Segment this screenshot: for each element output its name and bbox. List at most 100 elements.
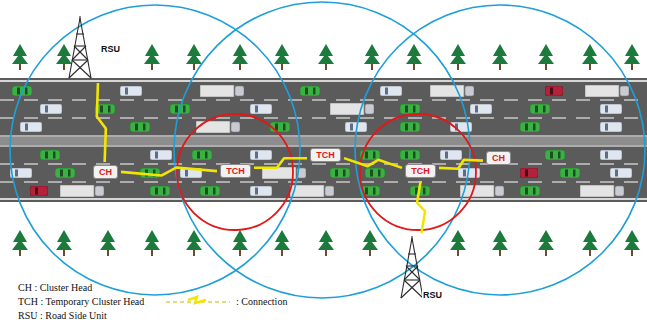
car: [600, 104, 622, 114]
car: [400, 150, 420, 160]
connection-sample: [166, 297, 230, 303]
median: [0, 137, 647, 145]
tree: [144, 230, 160, 256]
tower-strut: [401, 280, 420, 298]
tower-strut: [76, 33, 84, 34]
lane-edge: [0, 80, 647, 82]
traffic: [10, 85, 632, 197]
vehicle-node: TCH: [405, 164, 436, 178]
wireless-link: [121, 167, 217, 175]
tree: [362, 230, 378, 256]
tower-strut: [72, 60, 91, 78]
lane-edge: [0, 198, 647, 200]
legend-text: RSU : Road Side Unit: [18, 310, 107, 321]
tower-strut: [408, 253, 416, 254]
car: [520, 122, 540, 132]
truck: [60, 185, 104, 197]
tree: [492, 230, 508, 256]
tree: [538, 44, 554, 70]
tree: [582, 44, 598, 70]
tree: [12, 44, 28, 70]
tower-strut: [74, 45, 86, 46]
tree: [538, 230, 554, 256]
lane-edge: [0, 145, 647, 146]
tree: [492, 44, 508, 70]
rsu-coverage: [174, 2, 470, 298]
tree: [144, 44, 160, 70]
tree: [56, 44, 72, 70]
rsu-label: RSU: [100, 44, 121, 55]
truck: [580, 185, 624, 197]
car: [330, 168, 350, 178]
car: [440, 150, 462, 160]
rsu-coverage: [10, 5, 300, 295]
rsu-label: RSU: [422, 290, 443, 301]
tree: [318, 44, 334, 70]
car: [300, 86, 320, 96]
car: [470, 104, 492, 114]
tree: [12, 230, 28, 256]
legend-entry: TCH : Temporary Cluster Head: [18, 296, 144, 308]
vehicle-label: TCH: [226, 166, 245, 176]
car: [560, 168, 580, 178]
legend-text: CH : Cluster Head: [18, 282, 92, 293]
car: [250, 104, 272, 114]
truck: [460, 185, 504, 197]
tree: [274, 44, 290, 70]
car: [600, 150, 622, 160]
rsu-tower: RSU: [398, 236, 446, 303]
wireless-link: [439, 160, 483, 169]
car: [380, 86, 402, 96]
tower-strut: [404, 280, 423, 298]
lane-edge: [0, 135, 647, 136]
tree: [624, 44, 640, 70]
tree-row: [12, 44, 640, 70]
coverage-circles: [10, 2, 645, 298]
tree-row: [12, 230, 640, 256]
tree: [100, 230, 116, 256]
truck: [196, 121, 240, 133]
tower-icon: [66, 16, 94, 80]
tower-strut: [69, 60, 88, 78]
vehicle-node: TCH: [310, 148, 341, 162]
car: [365, 168, 385, 178]
car: [40, 150, 60, 160]
truck: [430, 85, 474, 97]
car: [20, 122, 42, 132]
rsu-tower: RSU: [66, 16, 124, 80]
vehicle-label: CH: [492, 153, 505, 163]
car: [520, 186, 540, 196]
road-surface: [0, 78, 647, 202]
car: [545, 86, 563, 96]
vehicle-node: TCH: [220, 164, 251, 178]
tree: [56, 230, 72, 256]
tower-strut: [72, 46, 86, 60]
overlap-zone: [360, 114, 476, 230]
tower-strut: [406, 265, 418, 266]
car: [250, 150, 272, 160]
truck: [290, 185, 334, 197]
tree: [364, 44, 380, 70]
car: [400, 104, 420, 114]
tree: [450, 230, 466, 256]
car: [400, 122, 420, 132]
car: [130, 122, 150, 132]
car: [150, 150, 172, 160]
tree: [274, 230, 290, 256]
tower-strut: [404, 279, 420, 280]
car: [10, 168, 32, 178]
sample-bolt: [188, 297, 206, 303]
car: [600, 122, 622, 132]
car: [55, 168, 75, 178]
truck: [200, 85, 244, 97]
wireless-link: [417, 181, 425, 233]
legend-entry: CH : Cluster Head: [18, 282, 92, 294]
legend-text: : Connection: [236, 296, 287, 307]
legend-entry: RSU : Road Side Unit: [18, 310, 107, 322]
legend-text: TCH : Temporary Cluster Head: [18, 296, 144, 307]
tower-strut: [406, 266, 420, 280]
tower-strut: [72, 59, 88, 60]
